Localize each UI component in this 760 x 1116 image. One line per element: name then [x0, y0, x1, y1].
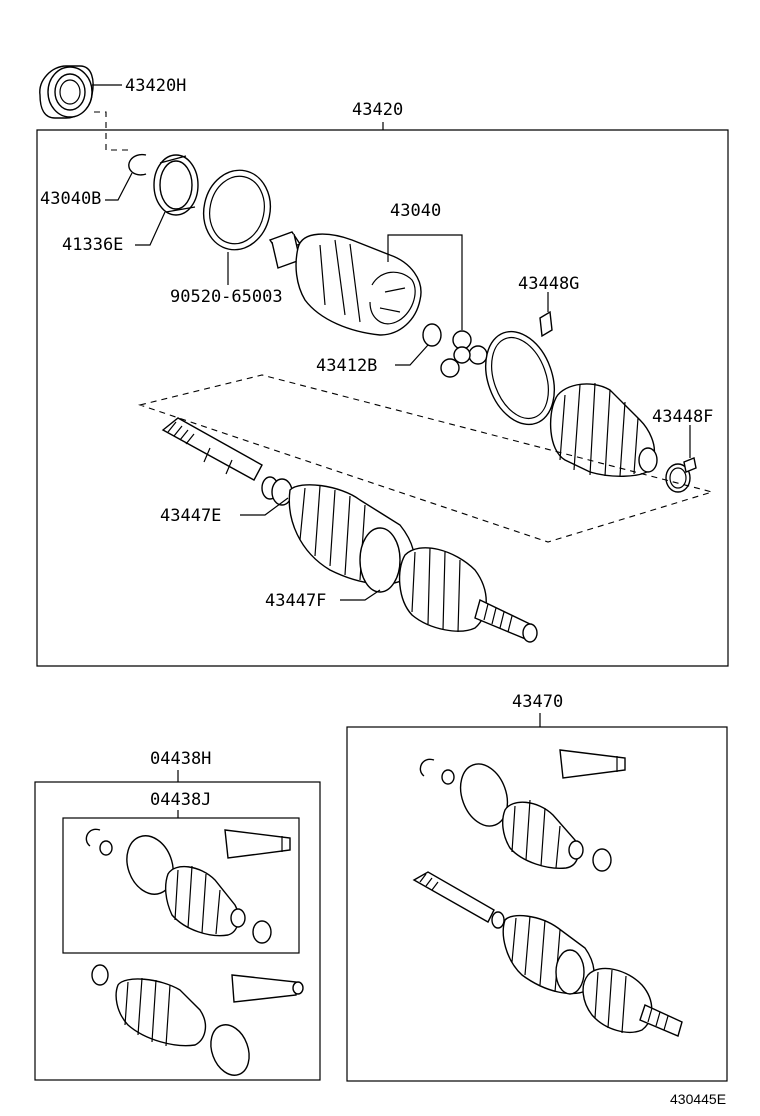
label-43470: 43470	[512, 692, 563, 712]
assembly-frame	[36, 129, 729, 667]
joint-ring-part	[422, 323, 442, 347]
outer-joint-housing-part	[268, 231, 422, 336]
kit-04438J-frame	[62, 817, 300, 954]
label-43447F: 43447F	[265, 591, 326, 611]
label-43420H: 43420H	[125, 76, 186, 96]
kit-04438H-frame	[34, 781, 321, 1081]
kit-dashed-outline	[138, 374, 715, 543]
large-clamp-part	[485, 310, 555, 426]
kit-04438J-parts	[85, 828, 291, 944]
tripod-part	[440, 330, 488, 378]
figure-code: 430445E	[670, 1091, 726, 1107]
label-04438H: 04438H	[150, 749, 211, 769]
driveshaft-part	[161, 417, 538, 643]
kit-04438H-parts	[91, 964, 304, 1076]
label-04438J: 04438J	[150, 790, 211, 810]
bearing-part	[153, 154, 199, 216]
small-clamp-part	[665, 457, 697, 493]
label-43040B: 43040B	[40, 189, 101, 209]
label-43420: 43420	[352, 100, 403, 120]
label-41336E: 41336E	[62, 235, 123, 255]
outer-boot-part	[549, 382, 658, 477]
label-43412B: 43412B	[316, 356, 377, 376]
label-43447E: 43447E	[160, 506, 221, 526]
label-43448F: 43448F	[652, 407, 713, 427]
snap-ring-part	[128, 153, 147, 176]
label-43040: 43040	[390, 201, 441, 221]
retaining-ring-part	[202, 169, 272, 251]
label-90520-65003: 90520-65003	[170, 287, 283, 307]
kit-43470-parts	[412, 749, 683, 1037]
kit-43470-frame	[346, 726, 728, 1082]
label-43448G: 43448G	[518, 274, 579, 294]
dust-seal-part	[39, 65, 94, 119]
